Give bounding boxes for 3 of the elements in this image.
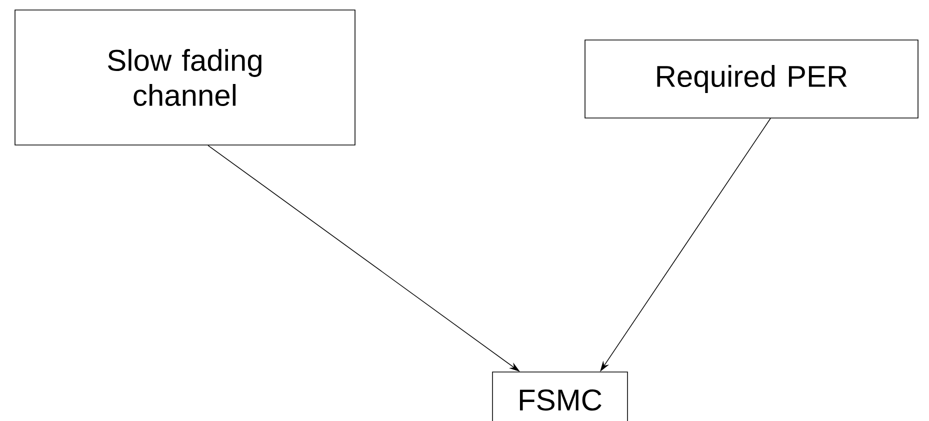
text-box: Slow fading channel bbox=[14, 10, 356, 146]
text-box: FSMC bbox=[492, 372, 628, 421]
text-box: Required PER bbox=[584, 40, 918, 118]
